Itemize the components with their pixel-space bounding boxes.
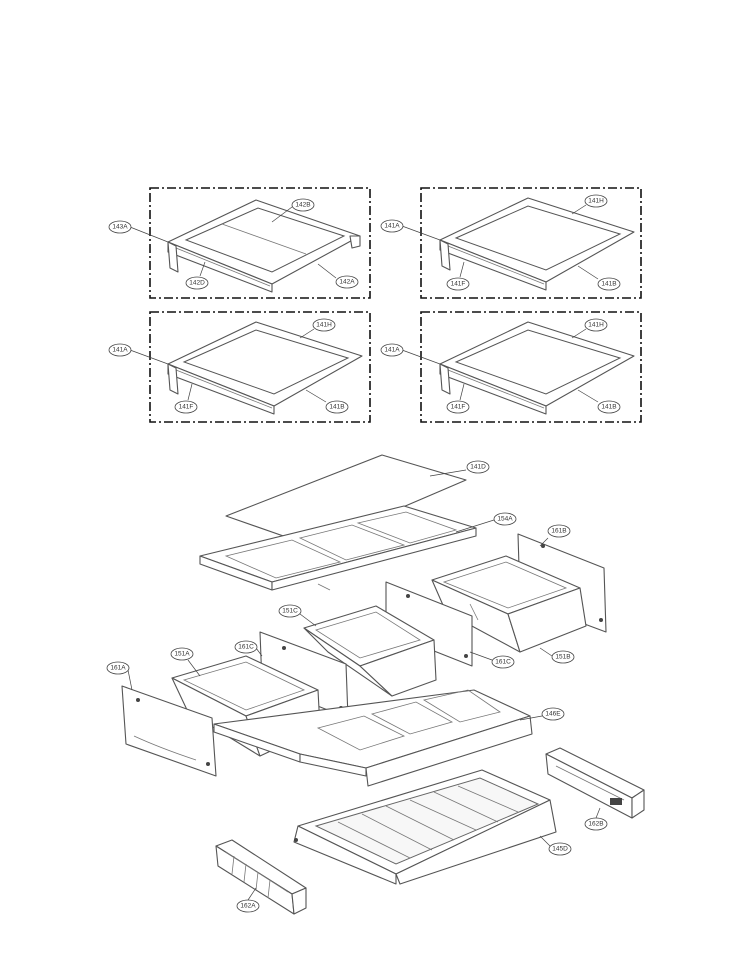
callout-oval bbox=[597, 400, 621, 414]
shelf-assembly-141A-top-right: 141A 141H 141F 141B bbox=[380, 187, 642, 299]
callout-oval bbox=[335, 275, 359, 289]
callout-151A: 151A bbox=[174, 651, 190, 658]
callout-oval bbox=[493, 512, 517, 526]
callout-oval bbox=[108, 220, 132, 234]
callout-oval bbox=[106, 661, 130, 675]
drawer-support-frame-146E bbox=[213, 689, 533, 787]
shelf-glass-141H bbox=[454, 329, 622, 395]
shelf-glass-141H bbox=[182, 329, 350, 395]
drawer-bin-151B bbox=[431, 533, 607, 653]
callout-oval bbox=[291, 198, 315, 212]
callout-141H: 141H bbox=[316, 322, 332, 329]
group-box-141A-bottom-left bbox=[149, 311, 371, 423]
callout-oval bbox=[185, 276, 209, 290]
callout-oval bbox=[278, 604, 302, 618]
shelf-bracket-141F bbox=[439, 239, 451, 271]
callout-oval bbox=[597, 277, 621, 291]
callout-141H: 141H bbox=[588, 322, 604, 329]
callout-oval bbox=[584, 194, 608, 208]
callout-141A: 141A bbox=[112, 347, 128, 354]
shelf-bracket-right bbox=[349, 235, 361, 249]
callout-154A: 154A bbox=[497, 516, 513, 523]
drawer-rail-162A bbox=[215, 839, 307, 915]
callout-141D: 141D bbox=[470, 464, 486, 471]
drawer-side-panel-161A bbox=[121, 685, 217, 777]
callout-143A: 143A bbox=[112, 224, 128, 231]
callout-oval bbox=[108, 343, 132, 357]
callout-oval bbox=[325, 400, 349, 414]
callout-146E: 146E bbox=[545, 711, 561, 718]
callout-oval bbox=[380, 219, 404, 233]
callout-oval bbox=[541, 707, 565, 721]
drawer-rail-162B bbox=[545, 747, 645, 819]
callout-141B: 141B bbox=[329, 404, 344, 411]
callout-141F: 141F bbox=[451, 281, 466, 288]
callout-141A: 141A bbox=[384, 223, 400, 230]
callout-142B: 142B bbox=[295, 202, 310, 209]
shelf-bracket-141F bbox=[167, 363, 179, 395]
callout-oval bbox=[584, 817, 608, 831]
cover-frame-154A bbox=[199, 505, 477, 591]
callout-145D: 145D bbox=[552, 846, 568, 853]
shelf-assembly-141A-bottom-right: 141A 141H 141F 141B bbox=[380, 311, 642, 423]
callout-141H: 141H bbox=[588, 198, 604, 205]
callout-151C: 151C bbox=[282, 608, 298, 615]
callout-oval bbox=[551, 650, 575, 664]
callout-162A: 162A bbox=[240, 903, 256, 910]
drawer-pan-145D bbox=[293, 769, 557, 885]
callout-oval bbox=[234, 640, 258, 654]
callout-141B: 141B bbox=[601, 404, 616, 411]
callout-151B: 151B bbox=[555, 654, 570, 661]
callout-oval bbox=[380, 343, 404, 357]
group-box-141A-top-right bbox=[420, 187, 642, 299]
callout-142A: 142A bbox=[339, 279, 355, 286]
callout-161A: 161A bbox=[110, 665, 126, 672]
callout-oval bbox=[491, 655, 515, 669]
shelf-bracket-left bbox=[167, 241, 179, 273]
shelf-assembly-141A-bottom-left: 141A 141H 141F 141B bbox=[108, 311, 371, 423]
callout-oval bbox=[446, 277, 470, 291]
callout-141F: 141F bbox=[451, 404, 466, 411]
callout-oval bbox=[312, 318, 336, 332]
callout-oval bbox=[466, 460, 490, 474]
callout-161B: 161B bbox=[551, 528, 566, 535]
callout-141F: 141F bbox=[179, 404, 194, 411]
callout-142D: 142D bbox=[189, 280, 205, 287]
callout-162B: 162B bbox=[588, 821, 603, 828]
shelf-glass-141H bbox=[454, 205, 622, 271]
callout-oval bbox=[236, 899, 260, 913]
callout-oval bbox=[446, 400, 470, 414]
shelf-glass-142B bbox=[184, 207, 346, 273]
callout-oval bbox=[548, 842, 572, 856]
drawer-bin-151C bbox=[303, 605, 437, 697]
callout-161C: 161C bbox=[238, 644, 254, 651]
group-box-141A-bottom-right bbox=[420, 311, 642, 423]
shelf-assembly-143A: 143A 142B 142D 142A bbox=[108, 187, 371, 299]
callout-141A: 141A bbox=[384, 347, 400, 354]
callout-oval bbox=[547, 524, 571, 538]
shelf-bracket-141F bbox=[439, 363, 451, 395]
drawer-exploded-view: 141D 154A 161B 151B bbox=[106, 454, 645, 915]
callout-oval bbox=[584, 318, 608, 332]
callout-oval bbox=[170, 647, 194, 661]
callout-161C: 161C bbox=[495, 659, 511, 666]
callout-oval bbox=[174, 400, 198, 414]
callout-141B: 141B bbox=[601, 281, 616, 288]
group-box-143A bbox=[149, 187, 371, 299]
